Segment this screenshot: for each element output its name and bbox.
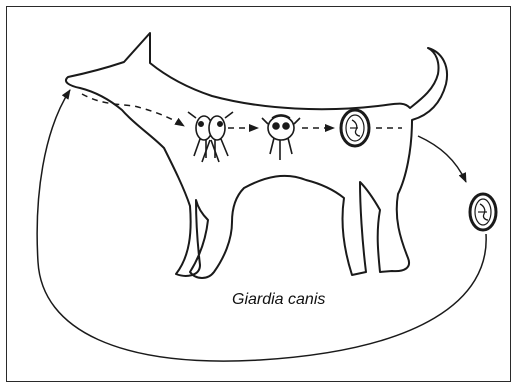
cyst-icon-shed	[470, 194, 496, 230]
figure-caption: Giardia canis	[232, 291, 382, 309]
trophozoite-icon	[188, 112, 233, 162]
dog-silhouette	[66, 33, 447, 278]
trophozoite-icon-2	[262, 115, 300, 160]
exit-arrow	[418, 136, 466, 182]
cyst-icon	[341, 110, 369, 146]
return-arrow	[37, 90, 486, 361]
